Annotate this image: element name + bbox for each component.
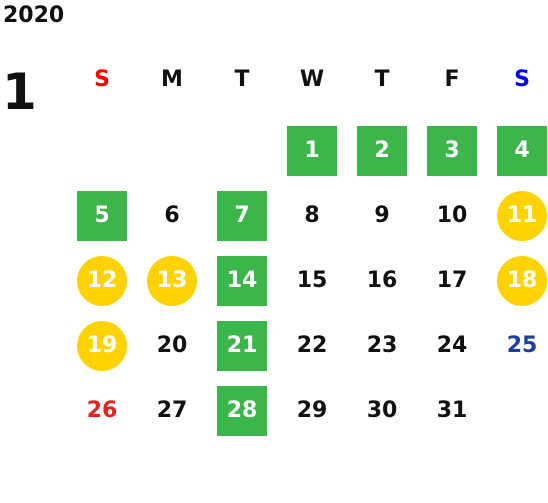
- calendar-cell: 29: [277, 378, 347, 443]
- calendar-cell: 13: [137, 248, 207, 313]
- calendar-cell: 28: [207, 378, 277, 443]
- calendar-cell: 22: [277, 313, 347, 378]
- calendar-cell: [137, 118, 207, 183]
- calendar-year: 2020: [3, 3, 65, 28]
- weekday-monday: M: [161, 67, 183, 92]
- calendar-cell: [67, 118, 137, 183]
- day-13[interactable]: 13: [147, 255, 197, 306]
- day-26[interactable]: 26: [86, 398, 118, 423]
- day-24[interactable]: 24: [436, 333, 468, 358]
- day-20[interactable]: 20: [156, 333, 188, 358]
- day-23[interactable]: 23: [366, 333, 398, 358]
- day-22[interactable]: 22: [296, 333, 328, 358]
- day-6[interactable]: 6: [164, 203, 180, 228]
- weekday-friday: F: [444, 67, 460, 92]
- weekday-saturday: S: [514, 67, 530, 92]
- day-17[interactable]: 17: [436, 268, 468, 293]
- day-7[interactable]: 7: [217, 190, 267, 241]
- day-2[interactable]: 2: [357, 125, 407, 176]
- calendar-cell: 1: [277, 118, 347, 183]
- calendar-cell: 11: [487, 183, 548, 248]
- day-5[interactable]: 5: [77, 190, 127, 241]
- day-12[interactable]: 12: [77, 255, 127, 306]
- calendar-cell: 12: [67, 248, 137, 313]
- day-14[interactable]: 14: [217, 255, 267, 306]
- day-8[interactable]: 8: [304, 203, 320, 228]
- calendar-cell: 4: [487, 118, 548, 183]
- day-3[interactable]: 3: [427, 125, 477, 176]
- calendar-cell: 16: [347, 248, 417, 313]
- calendar-cell: 6: [137, 183, 207, 248]
- calendar-cell: 26: [67, 378, 137, 443]
- calendar-cell: 2: [347, 118, 417, 183]
- calendar-cell: 23: [347, 313, 417, 378]
- calendar-cell: 9: [347, 183, 417, 248]
- weekday-sunday: S: [94, 67, 110, 92]
- calendar-cell: [207, 118, 277, 183]
- calendar-cell: [487, 378, 548, 443]
- day-18[interactable]: 18: [497, 255, 547, 306]
- calendar-cell: 10: [417, 183, 487, 248]
- calendar-cell: 30: [347, 378, 417, 443]
- calendar-cell: 19: [67, 313, 137, 378]
- calendar-cell: 24: [417, 313, 487, 378]
- calendar-cell: 31: [417, 378, 487, 443]
- weekday-tuesday: T: [234, 67, 250, 92]
- day-19[interactable]: 19: [77, 320, 127, 371]
- day-21[interactable]: 21: [217, 320, 267, 371]
- calendar-cell: 8: [277, 183, 347, 248]
- calendar-cell: 27: [137, 378, 207, 443]
- calendar-cell: 21: [207, 313, 277, 378]
- calendar-cell: 14: [207, 248, 277, 313]
- day-16[interactable]: 16: [366, 268, 398, 293]
- weekday-thursday: T: [374, 67, 390, 92]
- day-27[interactable]: 27: [156, 398, 188, 423]
- day-4[interactable]: 4: [497, 125, 547, 176]
- calendar-cell: 5: [67, 183, 137, 248]
- weekday-header: S M T W T F S: [67, 62, 548, 98]
- day-15[interactable]: 15: [296, 268, 328, 293]
- calendar-cell: 25: [487, 313, 548, 378]
- day-29[interactable]: 29: [296, 398, 328, 423]
- day-11[interactable]: 11: [497, 190, 547, 241]
- calendar-cell: 15: [277, 248, 347, 313]
- day-30[interactable]: 30: [366, 398, 398, 423]
- day-28[interactable]: 28: [217, 385, 267, 436]
- day-25[interactable]: 25: [506, 333, 538, 358]
- day-9[interactable]: 9: [374, 203, 390, 228]
- day-1[interactable]: 1: [287, 125, 337, 176]
- weekday-wednesday: W: [299, 67, 325, 92]
- calendar-cell: 18: [487, 248, 548, 313]
- calendar-cell: 3: [417, 118, 487, 183]
- day-31[interactable]: 31: [436, 398, 468, 423]
- day-10[interactable]: 10: [436, 203, 468, 228]
- calendar-cell: 7: [207, 183, 277, 248]
- calendar-cell: 20: [137, 313, 207, 378]
- calendar-cell: 17: [417, 248, 487, 313]
- calendar-month: 1: [2, 63, 37, 121]
